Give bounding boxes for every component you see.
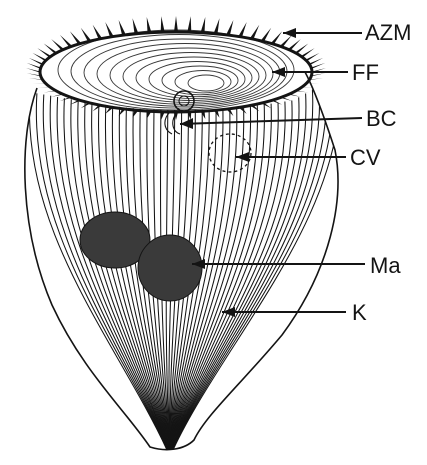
frontal-field	[58, 30, 294, 110]
macronucleus-node-lower	[138, 235, 202, 301]
membranelle	[214, 18, 220, 34]
membranelle	[119, 20, 126, 35]
label-ff: FF	[352, 60, 379, 85]
membranelle	[70, 31, 82, 44]
membranelle	[93, 25, 103, 39]
membranelle	[51, 39, 65, 50]
membranelle	[270, 31, 282, 44]
membranelle	[187, 16, 191, 32]
membranelle	[294, 44, 308, 54]
membranelle	[260, 28, 271, 41]
membranelle	[81, 28, 92, 41]
membranelle	[260, 103, 271, 108]
label-bc: BC	[366, 106, 397, 131]
membranelle	[238, 22, 247, 37]
frontal-field-line	[188, 75, 224, 91]
macronucleus	[80, 212, 202, 301]
membranelle	[44, 44, 58, 54]
membranelle	[201, 111, 206, 119]
azm-pointer-arrowhead	[283, 28, 296, 38]
membranelle	[174, 16, 178, 32]
membranelle	[133, 18, 139, 34]
frontal-field-line	[175, 71, 231, 93]
membranelle	[161, 16, 165, 32]
label-cv: CV	[350, 145, 381, 170]
ff-pointer-arrowhead	[272, 67, 285, 77]
membranelle	[60, 35, 73, 47]
membranelle	[226, 20, 233, 35]
membranelle	[147, 17, 152, 33]
membranelle	[287, 39, 301, 50]
membranelle	[105, 22, 114, 37]
membranelle	[161, 112, 165, 120]
frontal-field-line	[71, 35, 287, 109]
label-k: K	[352, 300, 367, 325]
label-azm: AZM	[365, 20, 411, 45]
membranelle	[201, 17, 206, 33]
k-pointer-arrowhead	[222, 307, 235, 317]
membranelle	[279, 35, 292, 47]
membranelle	[81, 103, 92, 108]
membranelle	[250, 25, 260, 39]
label-ma: Ma	[370, 253, 401, 278]
